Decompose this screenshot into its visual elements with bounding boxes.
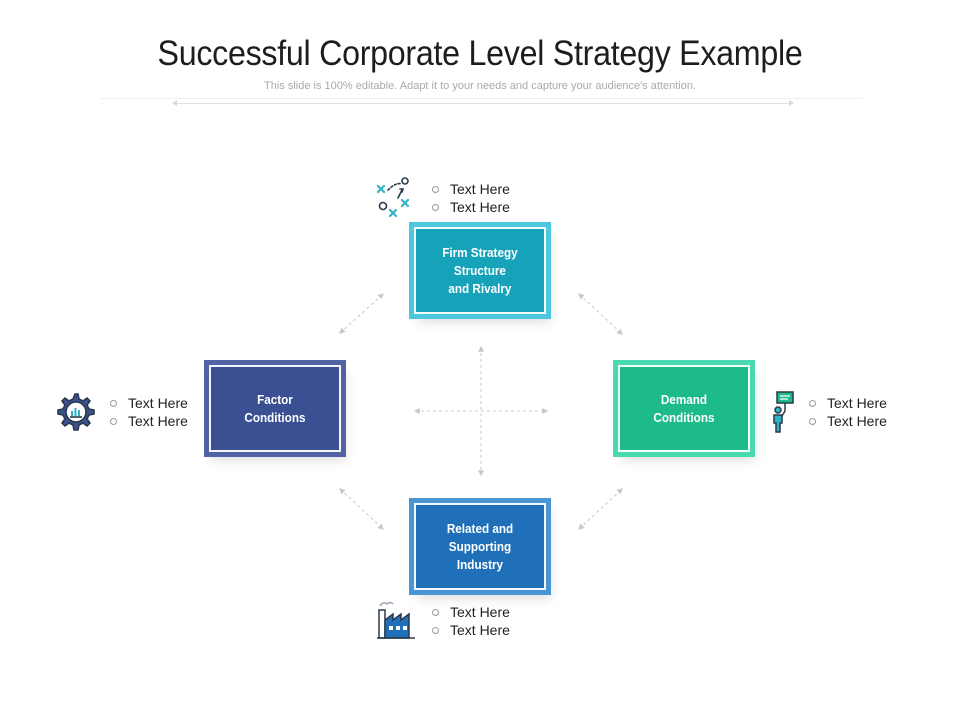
list-item: Text Here [432,198,510,216]
header-rule [175,103,789,104]
list-item: Text Here [110,394,188,412]
node-firm-strategy: Firm Strategy Structure and Rivalry [409,222,551,319]
slide-subtitle: This slide is 100% editable. Adapt it to… [264,80,696,92]
connector-bottom-left [339,488,384,530]
header-rule-outer [100,98,862,99]
node-firm-strategy-label: Firm Strategy Structure and Rivalry [414,227,546,314]
node-related-industry: Related and Supporting Industry [409,498,551,595]
list-item: Text Here [432,603,510,621]
list-item: Text Here [809,394,887,412]
connector-top-right [578,293,623,335]
list-item: Text Here [432,621,510,639]
header-rule-right-cap [789,100,794,106]
node-factor-conditions-label: Factor Conditions [209,365,341,452]
top-bullets: Text Here Text Here [432,180,510,216]
connector-top-left [339,293,384,334]
list-item: Text Here [110,412,188,430]
gear-chart-icon [57,393,95,431]
right-bullets: Text Here Text Here [809,394,887,430]
list-item: Text Here [809,412,887,430]
slide-title: Successful Corporate Level Strategy Exam… [157,34,803,73]
list-item: Text Here [432,180,510,198]
strategy-play-icon [376,177,410,218]
bottom-bullets: Text Here Text Here [432,603,510,639]
node-demand-conditions-label: Demand Conditions [618,365,750,452]
node-factor-conditions: Factor Conditions [204,360,346,457]
person-sign-icon [773,391,794,433]
connector-bottom-right [578,488,623,530]
header-rule-left-cap [172,100,177,106]
factory-icon [377,601,415,639]
node-demand-conditions: Demand Conditions [613,360,755,457]
left-bullets: Text Here Text Here [110,394,188,430]
node-related-industry-label: Related and Supporting Industry [414,503,546,590]
